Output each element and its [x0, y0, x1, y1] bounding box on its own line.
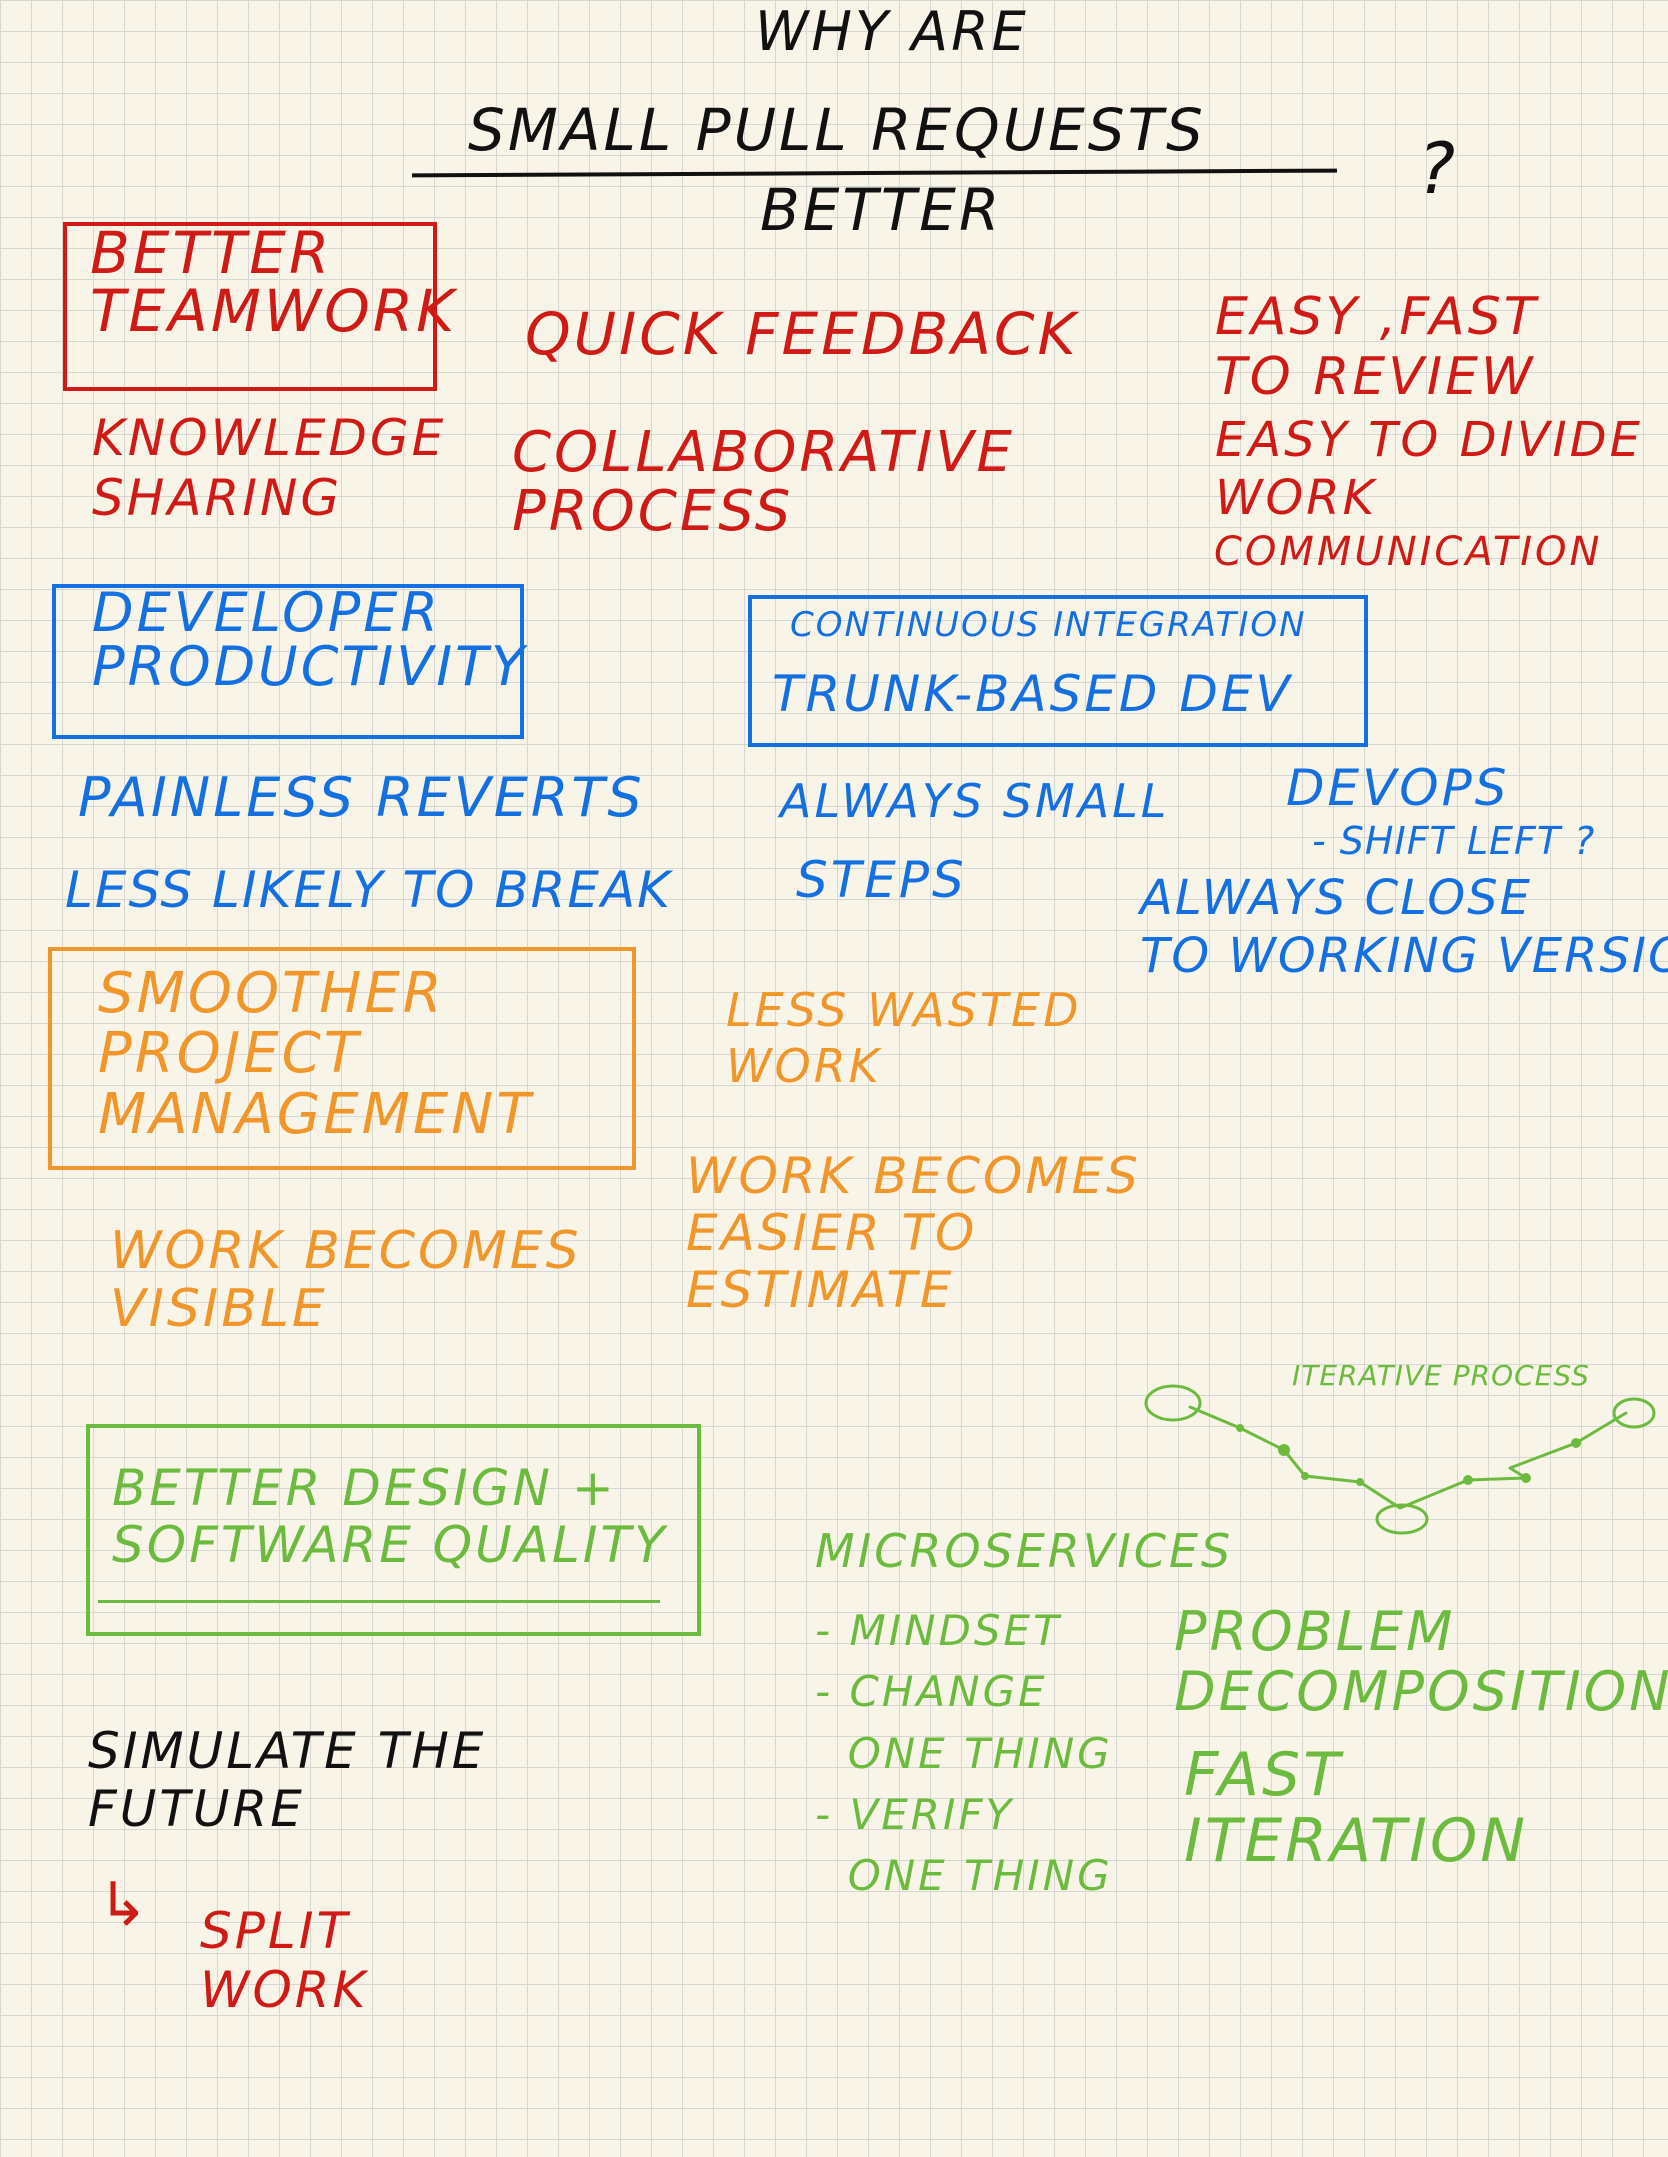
steps: STEPS [796, 851, 967, 909]
problem-decomposition: PROBLEM DECOMPOSITION [1174, 1600, 1668, 1724]
iterative-step-dot [1356, 1478, 1364, 1486]
painless-reverts: PAINLESS REVERTS [78, 766, 645, 829]
iterative-step-dot [1463, 1475, 1473, 1485]
devops: DEVOPS [1286, 759, 1510, 817]
iterative-step-dot [1278, 1444, 1290, 1456]
title-denominator: BETTER [760, 176, 1003, 244]
project-management-box [48, 947, 636, 1170]
knowledge-sharing: KNOWLEDGE SHARING [92, 409, 447, 527]
iterative-step-dot [1571, 1438, 1581, 1448]
iterative-step-dot [1521, 1473, 1531, 1483]
fast-iteration: FAST ITERATION [1184, 1740, 1529, 1876]
shift-left: - SHIFT LEFT ? [1312, 819, 1596, 863]
better-design-underline [98, 1600, 660, 1603]
less-likely-to-break: LESS LIKELY TO BREAK [65, 861, 672, 919]
title-numerator: SMALL PULL REQUESTS [468, 96, 1206, 164]
collaborative-process: COLLABORATIVE PROCESS [512, 420, 1015, 544]
title-line1: WHY ARE [755, 0, 1029, 63]
iterative-middle-node [1375, 1503, 1429, 1535]
better-teamwork-label: BETTER TEAMWORK [90, 219, 458, 345]
iterative-path [1188, 1405, 1628, 1510]
communication: COMMUNICATION [1214, 529, 1603, 575]
iterative-start-node [1144, 1384, 1202, 1422]
microservices: MICROSERVICES [815, 1524, 1234, 1578]
better-design-label: BETTER DESIGN + SOFTWARE QUALITY [112, 1459, 668, 1574]
trunk-based-dev: TRUNK-BASED DEV [772, 665, 1293, 723]
better-design-box [86, 1424, 701, 1636]
easy-to-divide-work: EASY TO DIVIDE WORK [1215, 412, 1643, 526]
always-small: ALWAYS SMALL [780, 774, 1170, 828]
work-becomes-visible: WORK BECOMES VISIBLE [110, 1221, 582, 1340]
iterative-process-label: ITERATIVE PROCESS [1292, 1359, 1590, 1392]
title-question-mark: ? [1418, 128, 1459, 210]
developer-productivity-label: DEVELOPER PRODUCTIVITY [92, 581, 528, 698]
split-arrow-icon: ↳ [98, 1870, 149, 1940]
continuous-integration-box [748, 595, 1368, 747]
iterative-step-dot [1301, 1472, 1309, 1480]
better-teamwork-box [63, 222, 437, 391]
continuous-integration: CONTINUOUS INTEGRATION [790, 605, 1307, 645]
project-management-label: SMOOTHER PROJECT MANAGEMENT [98, 961, 534, 1147]
iterative-step-dot [1236, 1424, 1244, 1432]
microservices-bullets: - MINDSET - CHANGE ONE THING - VERIFY ON… [815, 1606, 1113, 1901]
always-close-to-working-version: ALWAYS CLOSE TO WORKING VERSION [1140, 870, 1668, 984]
developer-productivity-box [52, 584, 524, 739]
quick-feedback: QUICK FEEDBACK [525, 300, 1079, 368]
less-wasted-work: LESS WASTED WORK [726, 983, 1082, 1094]
iterative-end-node [1612, 1397, 1656, 1429]
simulate-the-future: SIMULATE THE FUTURE [88, 1722, 487, 1838]
work-becomes-easier-to-estimate: WORK BECOMES EASIER TO ESTIMATE [686, 1147, 1141, 1319]
split-work: SPLIT WORK [200, 1902, 369, 2019]
easy-fast-to-review: EASY ,FAST TO REVIEW [1215, 287, 1539, 407]
